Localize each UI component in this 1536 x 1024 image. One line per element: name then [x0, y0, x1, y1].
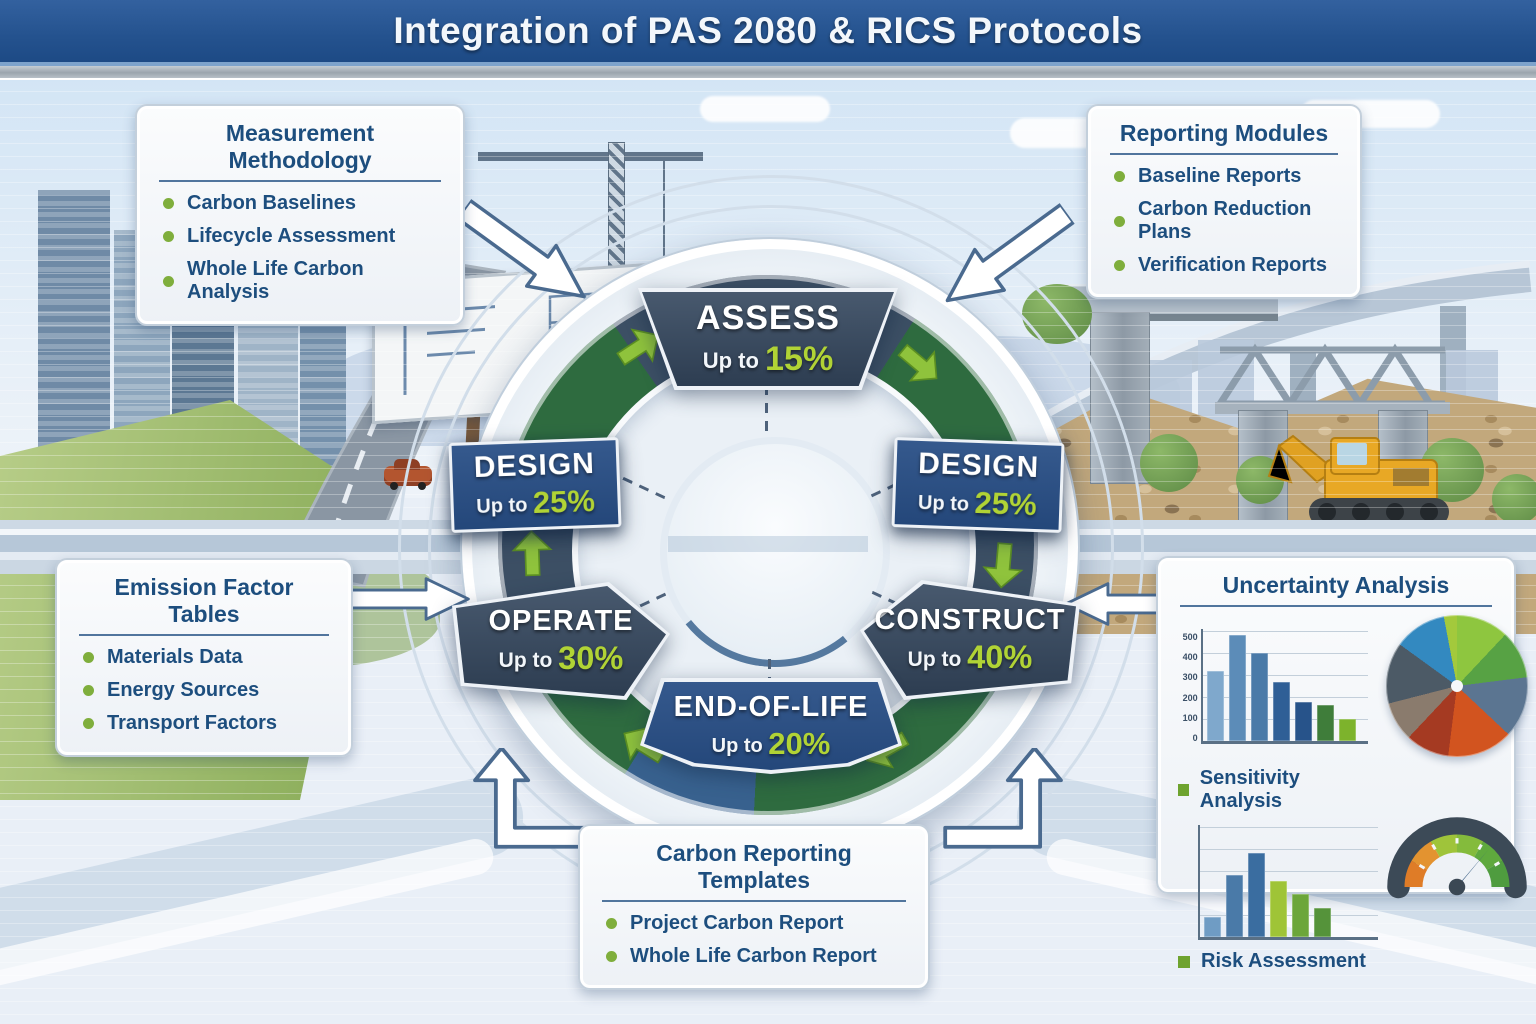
- arrow-from-measurement: [445, 188, 601, 324]
- crane-jib: [478, 152, 703, 161]
- stage-operate: OPERATE Up to 30%: [452, 582, 670, 700]
- bullet-icon: [606, 918, 617, 929]
- stage-name: DESIGN: [473, 446, 596, 485]
- hub-stripe: [668, 536, 868, 552]
- arrow-from-emission: [346, 574, 470, 629]
- bullet-icon: [83, 685, 94, 696]
- title-underline: [79, 634, 329, 636]
- truss-bridge: [1215, 343, 1450, 414]
- bullet-icon: [83, 718, 94, 729]
- templates-list: Project Carbon Report Whole Life Carbon …: [600, 912, 908, 968]
- list-item: Transport Factors: [83, 712, 331, 735]
- list-item: Baseline Reports: [1114, 165, 1340, 188]
- tree: [1140, 434, 1198, 492]
- risk-bar-chart: [1198, 825, 1378, 940]
- arrow-from-templates-left: [468, 746, 594, 865]
- tree: [1492, 474, 1536, 524]
- box-title: Emission Factor Tables: [114, 574, 294, 627]
- measurement-list: Carbon Baselines Lifecycle Assessment Wh…: [157, 192, 443, 304]
- title-underline: [1110, 153, 1338, 155]
- gauge-icon: [1387, 817, 1527, 899]
- risk-label: Risk Assessment: [1178, 950, 1368, 973]
- risk-gauge: [1382, 797, 1532, 904]
- reporting-modules-box: Reporting Modules Baseline Reports Carbo…: [1086, 104, 1362, 299]
- list-item: Project Carbon Report: [606, 912, 908, 935]
- bullet-icon: [83, 652, 94, 663]
- list-item: Whole Life Carbon Report: [606, 945, 908, 968]
- title-underline: [1180, 605, 1492, 607]
- stage-name: ASSESS: [696, 299, 840, 337]
- title-banner: Integration of PAS 2080 & RICS Protocols: [0, 0, 1536, 66]
- list-item: Materials Data: [83, 646, 331, 669]
- title-underline: [159, 180, 441, 182]
- stage-name: OPERATE: [488, 605, 634, 637]
- bullet-icon: [606, 951, 617, 962]
- reporting-list: Baseline Reports Carbon Reduction Plans …: [1108, 165, 1340, 277]
- box-title: Reporting Modules: [1119, 120, 1329, 146]
- bullet-icon: [163, 231, 174, 242]
- title-underline: [602, 900, 906, 902]
- bar-chart: [1200, 628, 1368, 744]
- box-title: Carbon Reporting Templates: [656, 840, 852, 893]
- stage-design-right: DESIGN Up to 25%: [891, 437, 1065, 533]
- emission-factor-tables-box: Emission Factor Tables Materials Data En…: [55, 558, 353, 757]
- square-bullet-icon: [1178, 955, 1190, 968]
- stage-construct: CONSTRUCT Up to 40%: [860, 580, 1080, 700]
- stage-end-of-life: END-OF-LIFE Up to 20%: [640, 678, 902, 774]
- carbon-reporting-templates-box: Carbon Reporting Templates Project Carbo…: [578, 824, 930, 990]
- arrow-from-reporting: [927, 188, 1083, 324]
- list-item: Carbon Baselines: [163, 192, 443, 215]
- building: [38, 190, 110, 480]
- page-title: Integration of PAS 2080 & RICS Protocols: [393, 10, 1143, 51]
- bullet-icon: [1114, 260, 1125, 271]
- emission-list: Materials Data Energy Sources Transport …: [77, 646, 331, 735]
- list-item: Verification Reports: [1114, 254, 1340, 277]
- excavator-illustration: [1265, 430, 1455, 530]
- pie-chart: [1386, 615, 1528, 757]
- square-bullet-icon: [1178, 784, 1189, 796]
- excavator: [1267, 434, 1449, 526]
- list-item: Carbon Reduction Plans: [1114, 198, 1340, 244]
- box-title: Measurement Methodology: [225, 120, 375, 173]
- arrow-from-templates-right: [942, 746, 1068, 865]
- bullet-icon: [1114, 215, 1125, 227]
- stage-name: DESIGN: [917, 446, 1040, 485]
- sensitivity-label: Sensitivity Analysis: [1178, 767, 1368, 813]
- stage-assess: ASSESS Up to 15%: [638, 288, 898, 390]
- stage-design-left: DESIGN Up to 25%: [448, 437, 622, 533]
- list-item: Energy Sources: [83, 679, 331, 702]
- measurement-methodology-box: Measurement Methodology Carbon Baselines…: [135, 104, 465, 326]
- stage-name: END-OF-LIFE: [673, 690, 869, 723]
- stage-name: CONSTRUCT: [874, 604, 1066, 636]
- list-item: Lifecycle Assessment: [163, 225, 443, 248]
- car-wheel: [390, 482, 398, 490]
- box-title: Uncertainty Analysis: [1222, 572, 1450, 598]
- cloud: [700, 96, 830, 122]
- bullet-icon: [1114, 171, 1125, 182]
- bullet-icon: [163, 198, 174, 209]
- bullet-icon: [163, 275, 174, 287]
- header-divider: [0, 66, 1536, 80]
- list-item: Whole Life Carbon Analysis: [163, 258, 443, 304]
- wheel-hub: [660, 437, 890, 667]
